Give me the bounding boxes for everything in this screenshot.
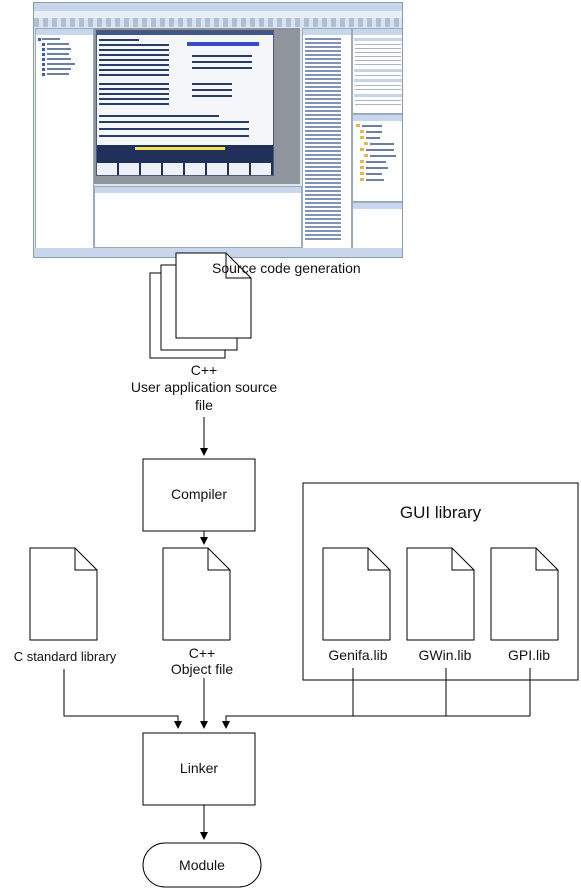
screenshot-properties-pane	[352, 28, 402, 114]
source-code-generation-label: Source code generation	[212, 260, 361, 276]
object-file-label-line2: Object file	[170, 661, 234, 677]
module-terminal	[142, 842, 262, 888]
stacked-documents-icon	[149, 252, 252, 359]
screenshot-message-pane	[94, 186, 302, 248]
connector-gui-libs-to-linker	[222, 715, 530, 729]
screenshot-project-tree	[35, 28, 94, 250]
screenshot-menubar	[34, 11, 402, 18]
source-file-label-line1: C++	[190, 362, 218, 378]
connector-cstd-to-linker	[63, 669, 182, 729]
screenshot-output-pane	[352, 202, 402, 250]
gwin-lib-label: GWin.lib	[418, 647, 472, 663]
linker-box	[142, 732, 256, 806]
screenshot-design-canvas	[94, 28, 300, 184]
source-file-label-line2: User application source	[130, 379, 278, 395]
document-icon	[29, 547, 98, 641]
gui-library-title: GUI library	[399, 503, 482, 522]
screenshot-toolbar	[34, 18, 402, 27]
screenshot-toolbox	[302, 28, 352, 250]
screenshot-cnc-screen	[96, 30, 274, 176]
document-icon	[322, 547, 391, 641]
object-file-label-line1: C++	[188, 645, 216, 661]
compiler-box	[142, 458, 256, 532]
document-icon	[490, 547, 559, 641]
linker-label: Linker	[179, 760, 219, 776]
gpi-lib-label: GPI.lib	[507, 647, 550, 663]
compiler-label: Compiler	[170, 486, 227, 502]
document-icon	[162, 547, 231, 641]
document-icon	[406, 547, 475, 641]
screenshot-titlebar	[34, 3, 402, 11]
screenshot-resources-pane	[352, 114, 402, 202]
genifa-lib-label: Genifa.lib	[328, 647, 388, 663]
c-standard-library-label: C standard library	[13, 649, 117, 664]
module-label: Module	[179, 857, 225, 873]
source-file-label-line3: file	[195, 397, 213, 413]
